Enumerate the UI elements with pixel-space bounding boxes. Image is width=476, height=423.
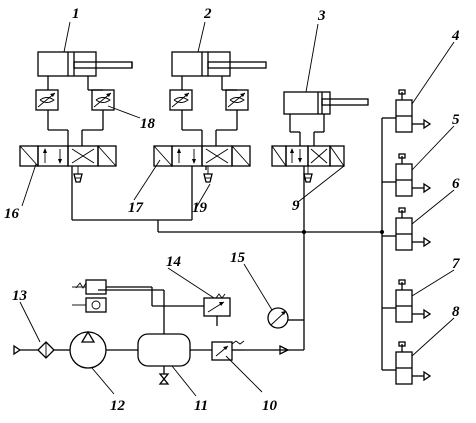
callout-12: 12	[110, 398, 126, 414]
pressure-gauge-15	[267, 307, 304, 329]
callout-14: 14	[166, 254, 182, 270]
cylinder-1	[37, 51, 133, 90]
pressure-switch-14	[72, 279, 231, 326]
consumer-valve-8	[395, 341, 432, 385]
directional-valve-9	[271, 145, 345, 183]
directional-valve-17	[153, 145, 251, 167]
leader-lines	[19, 21, 455, 397]
consumer-valve-6	[395, 207, 432, 251]
callout-17: 17	[128, 200, 144, 216]
callout-7: 7	[452, 256, 460, 272]
callout-16: 16	[4, 206, 20, 222]
callout-8: 8	[452, 304, 460, 320]
consumer-valve-5	[395, 153, 432, 197]
callout-4: 4	[451, 28, 460, 44]
callout-1: 1	[72, 6, 80, 22]
pressure-reducing-valve-10	[211, 340, 245, 361]
consumer-valve-4	[395, 89, 432, 133]
callout-13: 13	[12, 288, 28, 304]
throttle-check-valve-2b	[225, 89, 249, 111]
cylinder-2	[171, 51, 267, 90]
callout-15: 15	[230, 250, 246, 266]
callout-18: 18	[140, 116, 156, 132]
silencer-19	[203, 166, 213, 183]
receiver-11	[98, 289, 212, 385]
callout-11: 11	[194, 398, 208, 414]
callout-5: 5	[452, 112, 460, 128]
callout-2: 2	[203, 6, 212, 22]
callout-3: 3	[317, 8, 326, 24]
supply-lines	[71, 117, 396, 371]
consumer-valve-7	[395, 279, 432, 323]
throttle-check-valve-2a	[169, 89, 193, 111]
callout-9: 9	[292, 198, 300, 214]
filter-13	[13, 341, 70, 359]
callout-19: 19	[192, 200, 208, 216]
directional-valve-16	[19, 145, 117, 183]
callout-10: 10	[262, 398, 278, 414]
compressor-12	[69, 330, 138, 369]
cylinder-3	[283, 91, 369, 146]
callout-6: 6	[452, 176, 460, 192]
throttle-check-valve-1a	[35, 89, 59, 111]
